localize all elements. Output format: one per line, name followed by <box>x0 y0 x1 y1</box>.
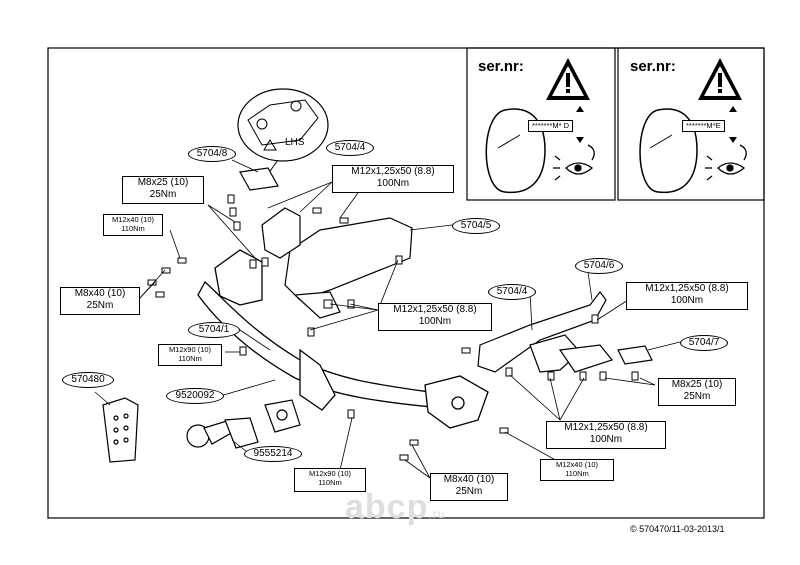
spec-torque: 25Nm <box>149 189 177 200</box>
watermark-main: abcp <box>345 488 429 526</box>
spec-torque: 25Nm <box>683 391 711 402</box>
ball-coupling <box>186 399 301 449</box>
spec-m12x125-mid: M12x1,25x50 (8.8) 100Nm <box>378 303 492 331</box>
spec-m12x90-left: M12x90 (10) 110Nm <box>158 344 222 366</box>
eye-icon <box>553 144 595 181</box>
part-570480: 570480 <box>62 372 114 388</box>
sernr-code-2: *******M*E <box>682 120 725 132</box>
bracket-570480 <box>102 397 139 463</box>
sernr-label-2: ser.nr: <box>630 58 676 75</box>
spec-size: M12x1,25x50 (8.8) <box>564 422 648 433</box>
leader-lines <box>94 159 681 479</box>
spec-size: M12x40 (10) <box>555 460 599 469</box>
spec-torque: 100Nm <box>376 178 410 189</box>
spec-size: M8x25 (10) <box>671 379 723 390</box>
watermark: abcp.ru <box>345 488 445 527</box>
spec-torque: 100Nm <box>670 295 704 306</box>
spec-size: M12x1,25x50 (8.8) <box>645 283 729 294</box>
spec-torque: 110Nm <box>565 469 589 478</box>
part-5704-8: 5704/8 <box>188 146 236 162</box>
part-5704-7: 5704/7 <box>680 335 728 351</box>
spec-m8x25-left: M8x25 (10) 25Nm <box>122 176 204 204</box>
spec-torque: 110Nm <box>318 478 342 487</box>
bolt-icons <box>147 194 639 461</box>
outer-frame <box>47 47 765 519</box>
spec-torque: 110Nm <box>121 224 145 233</box>
part-9555214: 9555214 <box>244 446 302 462</box>
part-5704-6: 5704/6 <box>575 258 623 274</box>
spec-size: M12x1,25x50 (8.8) <box>393 304 477 315</box>
spec-torque: 100Nm <box>589 434 623 445</box>
spec-size: M12x90 (10) <box>168 345 212 354</box>
spec-m12x40-bottom: M12x40 (10) 110Nm <box>540 459 614 481</box>
vehicle-outline <box>639 108 698 194</box>
part-5704-5: 5704/5 <box>452 218 500 234</box>
lhs-detail <box>237 88 329 179</box>
part-9520092: 9520092 <box>166 388 224 404</box>
vehicle-outline <box>485 108 546 194</box>
footer-copyright: © 570470/11-03-2013/1 <box>630 524 725 534</box>
warning-triangle-icon <box>546 58 590 100</box>
spec-torque: 100Nm <box>418 316 452 327</box>
spec-size: M12x90 (10) <box>308 469 352 478</box>
sernr-label-1: ser.nr: <box>478 58 524 75</box>
sernr-panel-2 <box>617 47 765 201</box>
spec-size: M12x40 (10) <box>111 215 155 224</box>
spec-m8x40-bottom: M8x40 (10) 25Nm <box>430 473 508 501</box>
lhs-label: LHS <box>285 137 305 148</box>
spec-size: M8x40 (10) <box>74 288 126 299</box>
spec-m12x125-bottom: M12x1,25x50 (8.8) 100Nm <box>546 421 666 449</box>
watermark-suffix: .ru <box>428 507 446 521</box>
spec-m12x125-right: M12x1,25x50 (8.8) 100Nm <box>626 282 748 310</box>
spec-torque: 25Nm <box>86 300 114 311</box>
bracket-5704-5 <box>239 167 413 319</box>
spec-size: M8x40 (10) <box>443 474 495 485</box>
part-5704-4-top: 5704/4 <box>326 140 374 156</box>
part-5704-4-right: 5704/4 <box>488 284 536 300</box>
spec-size: M8x25 (10) <box>137 177 189 188</box>
spec-m12x125-top: M12x1,25x50 (8.8) 100Nm <box>332 165 454 193</box>
bracket-5704-6 <box>477 291 653 373</box>
spec-m8x40-left: M8x40 (10) 25Nm <box>60 287 140 315</box>
part-5704-1: 5704/1 <box>188 322 240 338</box>
spec-size: M12x1,25x50 (8.8) <box>351 166 435 177</box>
eye-icon <box>705 144 747 181</box>
spec-torque: 110Nm <box>178 354 202 363</box>
spec-m12x40-left: M12x40 (10) 110Nm <box>103 214 163 236</box>
spec-torque: 25Nm <box>455 486 483 497</box>
spec-m12x90-bottom: M12x90 (10) 110Nm <box>294 468 366 492</box>
sernr-code-1: *******M* D <box>528 120 574 132</box>
spec-m8x25-right: M8x25 (10) 25Nm <box>658 378 736 406</box>
sernr-panel-1 <box>466 47 616 201</box>
warning-triangle-icon <box>698 58 742 100</box>
